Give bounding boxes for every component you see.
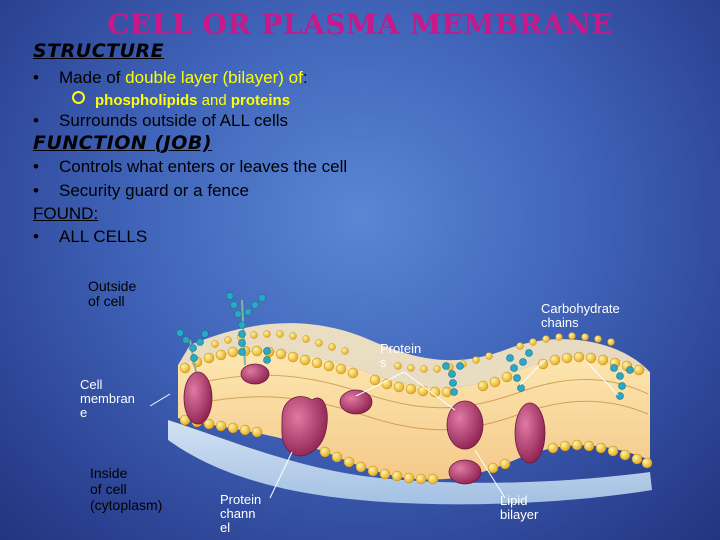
protein-top-left: [240, 363, 270, 385]
label-cell-membrane: Cell membran e: [80, 377, 135, 420]
label-outside-of-cell: Outside of cell: [88, 278, 137, 309]
label-inside-of-cell: Inside of cell (cytoplasm): [90, 465, 163, 513]
label-carbohydrate-chains: Carbohydrate chains: [541, 301, 620, 330]
cytoplasm-surface: [168, 420, 652, 505]
sub-item-components: phospholipids and proteins: [72, 91, 290, 109]
phospholipid-heads-back: [211, 330, 615, 373]
bullet: •: [33, 181, 39, 200]
surrounds-line: • Surrounds outside of ALL cells: [33, 111, 288, 131]
bilayer-top-surface: [178, 323, 650, 388]
made-of-colon: :: [302, 68, 308, 87]
made-of-line: • Made of double layer (bilayer) of:: [33, 68, 308, 88]
function-item-2-text: Security guard or a fence: [59, 181, 249, 200]
found-heading: FOUND:: [33, 204, 99, 223]
found-item-1-text: ALL CELLS: [59, 227, 148, 246]
bullet: •: [33, 157, 39, 176]
surrounds-text: Surrounds outside of ALL cells: [59, 111, 289, 130]
bullet: •: [33, 111, 39, 130]
function-item-2: • Security guard or a fence: [33, 181, 249, 201]
found-item-1: • ALL CELLS: [33, 227, 147, 247]
label-proteins: Protein s: [380, 341, 422, 370]
label-leader-lines: [149, 359, 619, 499]
made-of-prefix: Made of: [59, 68, 126, 87]
circle-bullet-icon: [72, 91, 85, 104]
protein-right: [446, 400, 484, 450]
structure-heading: STRUCTURE: [33, 40, 165, 62]
function-heading: FUNCTION (JOB): [33, 132, 213, 154]
protein-far-right: [514, 402, 546, 464]
carbohydrate-chains: [176, 292, 634, 400]
and-text: and: [197, 92, 231, 109]
protein-bottom: [448, 459, 482, 485]
slide-title: CELL OR PLASMA MEMBRANE: [107, 8, 613, 41]
bullet: •: [33, 68, 39, 87]
function-item-1-text: Controls what enters or leaves the cell: [59, 157, 348, 176]
function-item-1: • Controls what enters or leaves the cell: [33, 157, 347, 177]
phospholipids-text: phospholipids: [95, 92, 198, 109]
made-of-highlight: double layer (bilayer) of: [125, 68, 303, 87]
protein-channel: [281, 396, 328, 457]
label-lipid-bilayer: Lipid bilayer: [500, 493, 539, 522]
proteins-text: proteins: [230, 92, 291, 109]
protein-middle: [339, 389, 373, 415]
membrane-proteins: [183, 363, 546, 485]
label-protein-channel: Protein chann el: [220, 492, 262, 535]
protein-left: [183, 371, 213, 425]
bullet: •: [33, 227, 39, 246]
